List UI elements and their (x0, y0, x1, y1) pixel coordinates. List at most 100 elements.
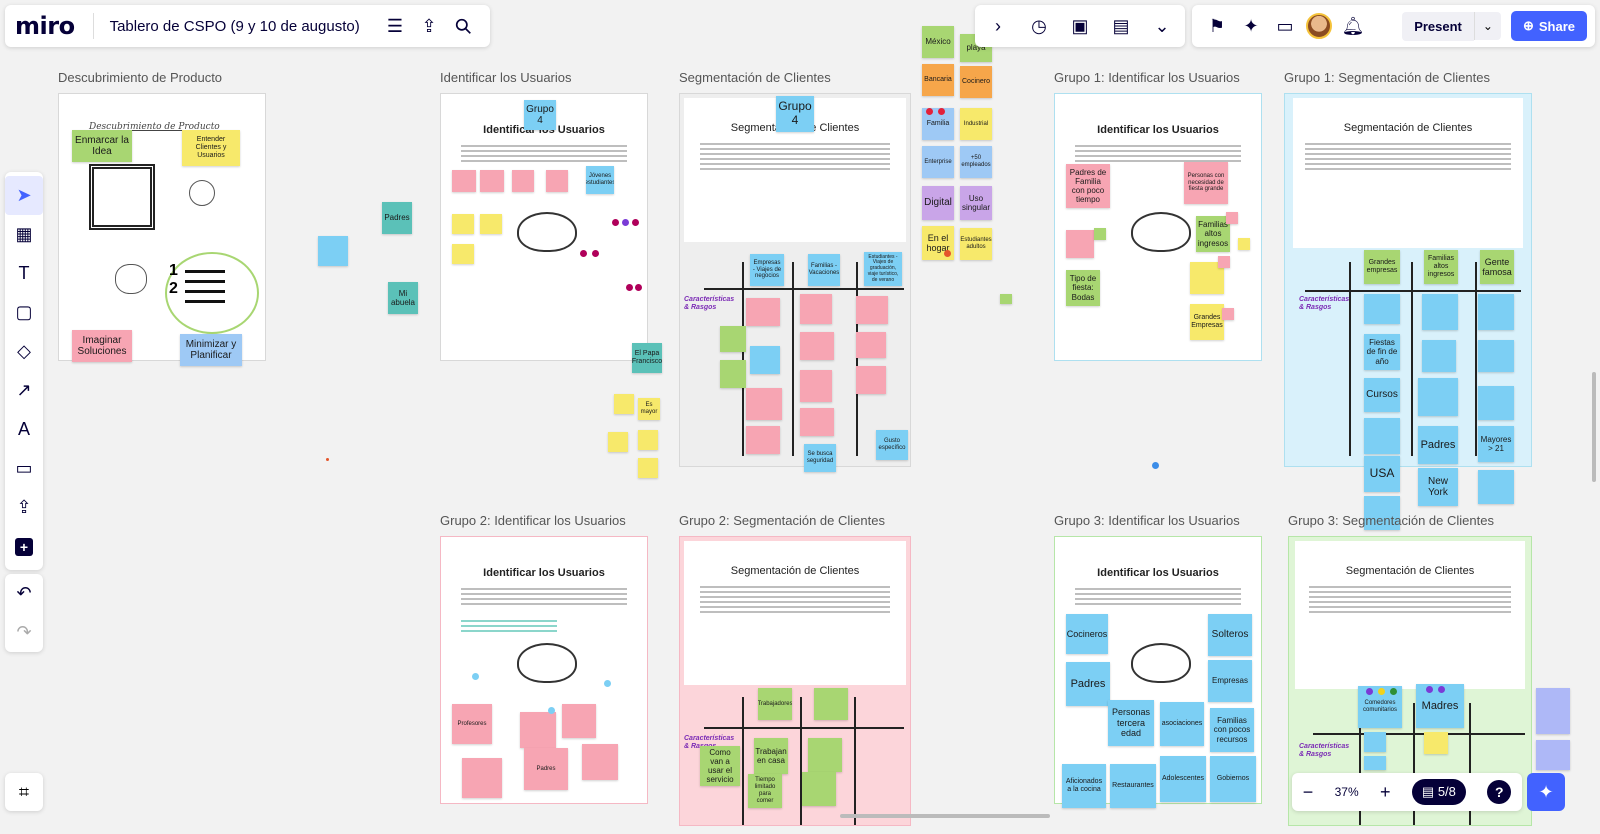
screen-share-icon[interactable]: ▣ (1071, 15, 1089, 36)
sticky-note[interactable]: Cursos (1364, 378, 1400, 412)
sticky-note[interactable]: Estudiantes - Viajes de graduación, viaj… (864, 252, 902, 286)
add-tool-icon[interactable]: + (5, 527, 43, 566)
sticky-note[interactable]: Grupo 4 (524, 100, 556, 130)
bell-icon[interactable]: 🔔︎ (1341, 15, 1365, 36)
avatar-button[interactable] (1302, 9, 1336, 43)
sticky-note[interactable]: Industrial (960, 108, 992, 140)
frame-label[interactable]: Grupo 1: Segmentación de Clientes (1284, 70, 1490, 85)
select-tool-icon[interactable]: ➤ (5, 176, 43, 215)
sticky-note[interactable] (1066, 230, 1094, 258)
sticky-note-tool-icon[interactable]: ▢ (15, 302, 33, 322)
upload-icon[interactable]: ⇪ (421, 15, 437, 36)
sticky-note[interactable]: Empresas (1208, 660, 1252, 702)
sticky-note[interactable] (462, 758, 502, 798)
frame-label[interactable]: Grupo 2: Identificar los Usuarios (440, 513, 626, 528)
sticky-note[interactable] (814, 688, 848, 720)
sticky-note[interactable]: Padres (382, 202, 412, 234)
sticky-note[interactable] (1238, 238, 1250, 250)
sticky-note[interactable] (1418, 378, 1458, 416)
sticky-note[interactable]: Uso singular (960, 186, 992, 220)
sticky-note[interactable] (1222, 308, 1234, 320)
frame-label[interactable]: Identificar los Usuarios (440, 70, 572, 85)
sticky-note[interactable] (1536, 740, 1570, 770)
cursor-flag-icon[interactable]: ⚑ (1208, 15, 1226, 36)
sticky-note[interactable] (608, 432, 628, 452)
sticky-note[interactable]: Familias altos ingresos (1424, 250, 1458, 284)
sticky-note[interactable] (1094, 228, 1106, 240)
frame-label[interactable]: Grupo 1: Identificar los Usuarios (1054, 70, 1240, 85)
sticky-note[interactable]: Grupo 4 (776, 96, 814, 132)
sticky-note[interactable] (750, 346, 780, 374)
sticky-note[interactable]: Profesores (452, 704, 492, 744)
sticky-note[interactable] (1364, 732, 1386, 752)
sticky-note[interactable] (1000, 294, 1012, 304)
sticky-note[interactable] (856, 332, 886, 358)
sticky-note[interactable]: Solteros (1208, 614, 1252, 656)
frame-label[interactable]: Grupo 2: Segmentación de Clientes (679, 513, 885, 528)
timer-icon[interactable]: ◷ (1031, 15, 1047, 36)
vertical-scrollbar[interactable] (1592, 372, 1596, 482)
chevron-double-down-icon[interactable]: ⌄ (1154, 15, 1170, 36)
sticky-note[interactable] (1422, 340, 1456, 372)
sticky-note[interactable] (512, 170, 534, 192)
present-button[interactable]: Present (1402, 11, 1474, 41)
sticky-note[interactable]: Tipo de fiesta: Bodas (1066, 270, 1100, 306)
sticky-note[interactable]: Digital (922, 186, 954, 220)
sticky-note[interactable] (802, 772, 836, 806)
sticky-note[interactable] (562, 704, 596, 738)
share-button[interactable]: ⊕Share (1510, 11, 1587, 41)
sticky-note[interactable] (746, 426, 780, 454)
sticky-note[interactable]: Restaurantes (1110, 764, 1156, 808)
shapes-tool-icon[interactable]: ◇ (17, 341, 31, 361)
miro-logo[interactable]: miro (15, 12, 75, 40)
chevron-right-icon[interactable]: › (995, 15, 1001, 36)
sticky-note[interactable] (720, 326, 746, 352)
sticky-note[interactable]: Bancaria (922, 64, 954, 96)
upload-tool-icon[interactable]: ⇪ (16, 497, 32, 517)
sticky-note[interactable]: Gobiernos (1210, 756, 1256, 802)
sticky-note[interactable]: New York (1418, 468, 1458, 506)
board-title[interactable]: Tablero de CSPO (9 y 10 de augusto) (109, 17, 360, 35)
sticky-note[interactable] (746, 388, 782, 420)
search-icon[interactable] (446, 9, 480, 43)
sticky-note[interactable]: Gusto específico (876, 430, 908, 460)
connector-tool-icon[interactable]: ↗ (16, 380, 32, 400)
sticky-note[interactable] (746, 298, 780, 326)
sticky-note[interactable]: Padres (1066, 662, 1110, 706)
undo-icon[interactable]: ↶ (16, 583, 32, 603)
chevron-down-icon[interactable]: ⌄ (1473, 12, 1501, 40)
frame-label[interactable]: Segmentación de Clientes (679, 70, 831, 85)
sticky-note[interactable] (582, 744, 618, 780)
sticky-note[interactable]: Imaginar Soluciones (72, 330, 132, 362)
sticky-note[interactable]: Padres (524, 748, 568, 790)
sticky-note[interactable]: Se busca seguridad (804, 444, 836, 472)
help-button[interactable]: ? (1487, 780, 1512, 804)
sticky-note[interactable] (720, 360, 746, 388)
pen-tool-icon[interactable]: A (17, 419, 30, 439)
sticky-note[interactable]: Estudiantes adultos (960, 228, 992, 260)
frames-navigator-button[interactable]: ▤ 5/8 (1411, 779, 1466, 805)
sticky-note[interactable]: Familias con pocos recursos (1210, 708, 1254, 752)
sticky-note[interactable] (800, 408, 834, 436)
zoom-out-button[interactable]: − (1302, 781, 1314, 802)
frames-panel-icon[interactable]: ⌗ (5, 773, 43, 811)
sticky-note[interactable] (480, 214, 502, 234)
sticky-note[interactable] (1424, 732, 1448, 754)
sticky-note[interactable] (1536, 688, 1570, 734)
sticky-note[interactable] (546, 170, 568, 192)
sticky-note[interactable]: El Papa Francisco (632, 343, 662, 373)
sticky-note[interactable]: Aficionados a la cocina (1062, 764, 1106, 808)
comment-tool-icon[interactable]: ▭ (15, 458, 33, 478)
sticky-note[interactable] (1364, 294, 1400, 324)
text-tool-icon[interactable]: T (18, 263, 30, 283)
sticky-note[interactable]: México (922, 26, 954, 58)
sticky-note[interactable] (452, 170, 476, 192)
sticky-note[interactable] (1364, 756, 1386, 770)
sticky-note[interactable] (1226, 212, 1238, 224)
sticky-note[interactable]: Adolescentes (1160, 756, 1206, 802)
sticky-note[interactable] (638, 458, 658, 478)
sticky-note[interactable]: Empresas - Viajes de negocios (750, 254, 784, 286)
frame-g1-identificar[interactable]: Identificar los Usuarios (1054, 93, 1262, 361)
sticky-note[interactable]: Gente famosa (1480, 250, 1514, 284)
